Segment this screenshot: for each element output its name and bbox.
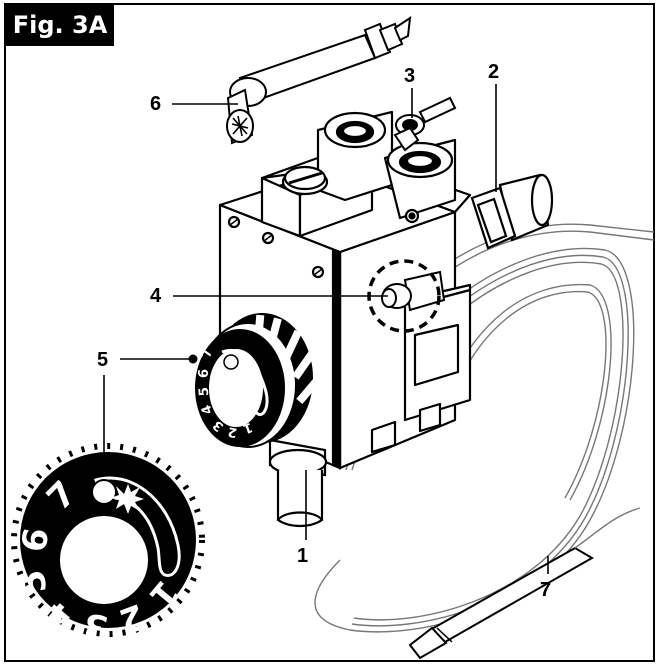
callout-7: 7	[540, 579, 552, 601]
callout-1: 1	[297, 545, 309, 567]
pilot-tube-fitting	[393, 96, 457, 152]
thermocouple-probe	[408, 507, 641, 660]
pilot-burner	[226, 15, 412, 145]
knob-number-6: 6	[197, 368, 213, 379]
callout-4: 4	[150, 285, 162, 307]
figure-border	[4, 3, 655, 662]
gas-inlet-pipe	[268, 438, 328, 528]
callout-2: 2	[488, 61, 500, 83]
figure-label: Fig. 3A	[6, 4, 114, 46]
callout-leaders	[103, 84, 549, 574]
callout-5: 5	[97, 349, 109, 371]
knob-number-5: 5	[196, 386, 213, 397]
dial-detail	[11, 443, 205, 637]
callout-3: 3	[404, 65, 416, 87]
control-knob	[188, 313, 322, 448]
callout-6: 6	[150, 93, 162, 115]
gas-outlet-fitting	[470, 173, 554, 250]
